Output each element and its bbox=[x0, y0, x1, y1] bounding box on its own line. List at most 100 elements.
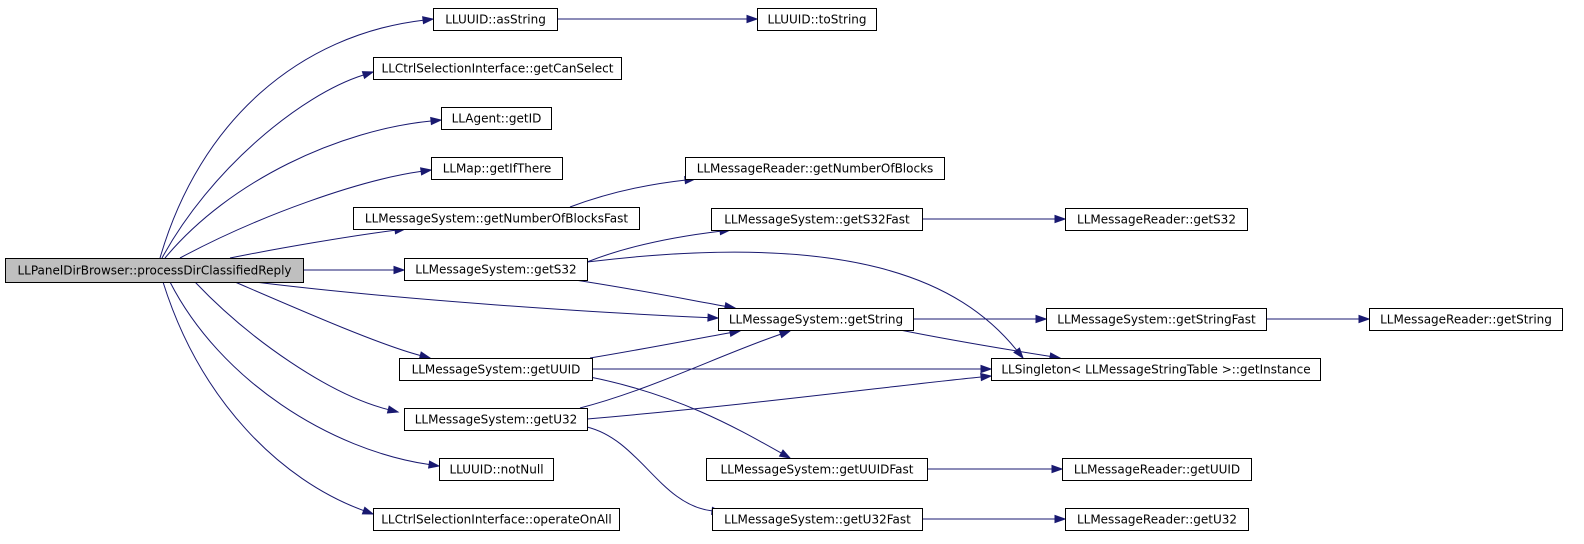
arrowhead bbox=[361, 506, 375, 515]
node-label: LLCtrlSelectionInterface::operateOnAll bbox=[381, 513, 611, 527]
edge-line bbox=[569, 179, 686, 208]
node-readerNumBlocks[interactable]: LLMessageReader::getNumberOfBlocks bbox=[685, 157, 945, 180]
arrowhead bbox=[418, 351, 432, 360]
node-label: LLMessageReader::getUUID bbox=[1074, 463, 1240, 477]
arrowhead bbox=[1054, 214, 1067, 224]
arrowhead bbox=[980, 372, 993, 382]
edge-line bbox=[586, 251, 1018, 351]
node-box bbox=[433, 8, 558, 31]
edge-root-to-getIfThere bbox=[179, 167, 433, 259]
node-label: LLMessageSystem::getS32Fast bbox=[724, 213, 910, 227]
edge-line bbox=[586, 230, 721, 263]
edge-line bbox=[586, 426, 713, 512]
arrowhead bbox=[420, 167, 433, 176]
node-getString[interactable]: LLMessageSystem::getString bbox=[718, 308, 914, 331]
edge-line bbox=[169, 281, 430, 466]
node-notNull[interactable]: LLUUID::notNull bbox=[439, 458, 554, 481]
node-asString[interactable]: LLUUID::asString bbox=[433, 8, 558, 31]
node-label: LLMessageReader::getU32 bbox=[1077, 513, 1237, 527]
nodes-layer: LLPanelDirBrowser::processDirClassifiedR… bbox=[5, 8, 1563, 531]
node-box bbox=[5, 258, 304, 283]
node-getS32Fast[interactable]: LLMessageSystem::getS32Fast bbox=[711, 208, 923, 231]
arrowhead bbox=[1051, 464, 1064, 474]
edge-root-to-getU32 bbox=[194, 281, 400, 414]
edge-getString-to-singleton bbox=[899, 329, 1062, 361]
node-operateOnAll[interactable]: LLCtrlSelectionInterface::operateOnAll bbox=[373, 508, 620, 531]
node-label: LLCtrlSelectionInterface::getCanSelect bbox=[382, 62, 614, 76]
node-box bbox=[404, 408, 588, 431]
node-singleton[interactable]: LLSingleton< LLMessageStringTable >::get… bbox=[991, 358, 1321, 381]
node-getU32[interactable]: LLMessageSystem::getU32 bbox=[404, 408, 588, 431]
edge-line bbox=[589, 332, 731, 359]
node-toString[interactable]: LLUUID::toString bbox=[757, 8, 877, 31]
edge-numBlocksFast-to-readerNumBlocks bbox=[569, 175, 697, 208]
node-box bbox=[441, 107, 552, 130]
edge-root-to-numBlocksFast bbox=[229, 226, 407, 259]
node-getCanSelect[interactable]: LLCtrlSelectionInterface::getCanSelect bbox=[373, 57, 622, 80]
arrowhead bbox=[428, 460, 441, 469]
node-label: LLMessageSystem::getString bbox=[729, 313, 903, 327]
node-label: LLSingleton< LLMessageStringTable >::get… bbox=[1001, 363, 1310, 377]
node-box bbox=[712, 508, 923, 531]
edge-root-to-getUUID bbox=[234, 281, 432, 360]
node-readerString[interactable]: LLMessageReader::getString bbox=[1369, 308, 1563, 331]
edge-root-to-getString bbox=[254, 281, 720, 322]
edge-getUUID-to-getUUIDFast bbox=[589, 376, 792, 459]
arrowhead bbox=[386, 405, 400, 414]
edge-line bbox=[159, 19, 424, 259]
node-label: LLPanelDirBrowser::processDirClassifiedR… bbox=[17, 264, 291, 278]
edge-root-to-asString bbox=[159, 16, 435, 259]
arrowhead bbox=[746, 14, 759, 24]
edge-root-to-getID bbox=[164, 116, 443, 259]
edge-line bbox=[164, 120, 432, 259]
node-label: LLAgent::getID bbox=[452, 112, 542, 126]
node-getS32[interactable]: LLMessageSystem::getS32 bbox=[404, 258, 588, 281]
edge-line bbox=[161, 74, 364, 259]
edge-root-to-getCanSelect bbox=[161, 71, 375, 259]
node-getUUID[interactable]: LLMessageSystem::getUUID bbox=[399, 358, 593, 381]
node-label: LLMessageSystem::getStringFast bbox=[1057, 313, 1256, 327]
arrowhead bbox=[1358, 314, 1371, 324]
edge-getUUID-to-singleton bbox=[592, 364, 993, 374]
node-label: LLUUID::notNull bbox=[449, 463, 543, 477]
arrowhead bbox=[1035, 314, 1048, 324]
node-box bbox=[373, 508, 620, 531]
edge-getU32-to-singleton bbox=[586, 372, 993, 420]
arrowhead bbox=[778, 330, 792, 339]
node-getID[interactable]: LLAgent::getID bbox=[441, 107, 552, 130]
node-box bbox=[711, 208, 923, 231]
node-box bbox=[718, 308, 914, 331]
edge-getUUID-to-getString bbox=[589, 328, 742, 359]
arrowhead bbox=[980, 364, 993, 374]
node-label: LLMessageSystem::getU32Fast bbox=[724, 513, 911, 527]
node-getStringFast[interactable]: LLMessageSystem::getStringFast bbox=[1046, 308, 1267, 331]
node-readerU32[interactable]: LLMessageReader::getU32 bbox=[1065, 508, 1249, 531]
node-getIfThere[interactable]: LLMap::getIfThere bbox=[431, 157, 563, 180]
edge-getS32-to-getString bbox=[574, 279, 737, 311]
edge-line bbox=[179, 170, 422, 259]
edge-line bbox=[899, 329, 1051, 357]
node-numBlocksFast[interactable]: LLMessageSystem::getNumberOfBlocksFast bbox=[353, 207, 640, 230]
edge-line bbox=[254, 281, 709, 319]
node-box bbox=[1046, 308, 1267, 331]
edge-getS32-to-getS32Fast bbox=[586, 227, 732, 263]
node-readerUUID[interactable]: LLMessageReader::getUUID bbox=[1062, 458, 1252, 481]
edge-line bbox=[586, 376, 982, 420]
arrowhead bbox=[1054, 514, 1067, 524]
node-box bbox=[353, 207, 640, 230]
edge-getStringFast-to-readerString bbox=[1265, 314, 1371, 324]
edge-line bbox=[229, 229, 396, 259]
node-box bbox=[1369, 308, 1563, 331]
node-getUUIDFast[interactable]: LLMessageSystem::getUUIDFast bbox=[706, 458, 928, 481]
edge-line bbox=[579, 333, 781, 409]
node-getU32Fast[interactable]: LLMessageSystem::getU32Fast bbox=[712, 508, 923, 531]
edges-layer bbox=[159, 14, 1371, 524]
arrowhead bbox=[707, 313, 720, 322]
arrowhead bbox=[393, 265, 406, 275]
edge-getUUIDFast-to-readerUUID bbox=[927, 464, 1064, 474]
node-box bbox=[1065, 208, 1248, 231]
arrowhead bbox=[361, 71, 375, 80]
node-readerS32[interactable]: LLMessageReader::getS32 bbox=[1065, 208, 1248, 231]
node-root[interactable]: LLPanelDirBrowser::processDirClassifiedR… bbox=[5, 258, 304, 283]
node-box bbox=[991, 358, 1321, 381]
